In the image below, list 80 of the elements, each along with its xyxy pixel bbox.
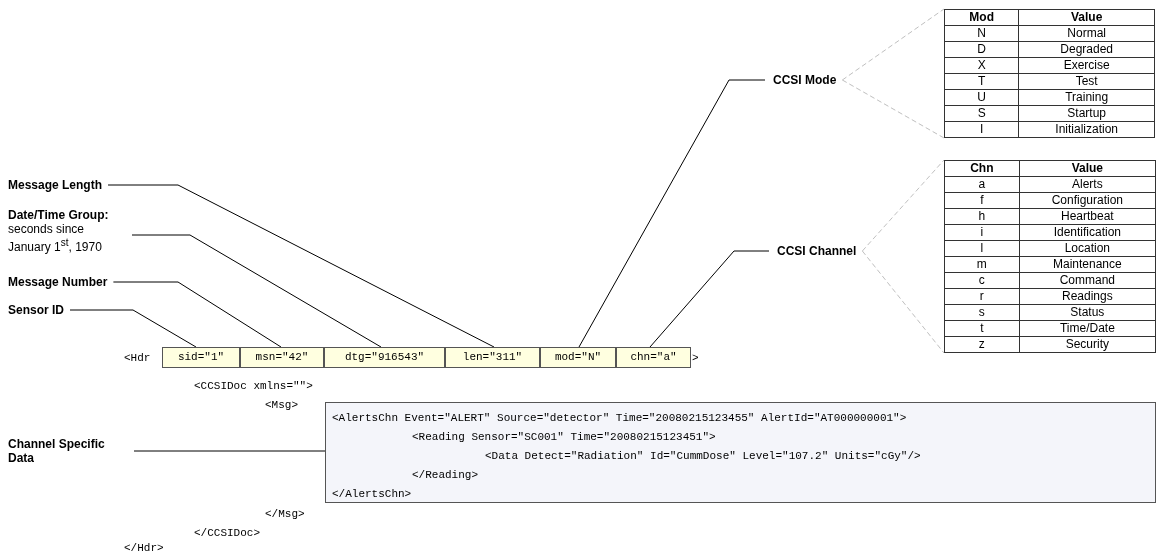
- table-entry: Configuration: [1019, 192, 1156, 209]
- callout-label: Message Number: [8, 275, 108, 289]
- column-header: Chn: [944, 160, 1020, 177]
- code-text: </CCSIDoc>: [194, 526, 260, 540]
- table-entry: Initialization: [1018, 121, 1155, 138]
- leader-line: [133, 450, 326, 452]
- table-entry: Time/Date: [1019, 320, 1156, 337]
- table-entry: Command: [1019, 272, 1156, 289]
- table-entry: m: [944, 256, 1020, 273]
- leader-line: [112, 281, 282, 348]
- attribute-box: sid="1": [162, 347, 240, 368]
- table-entry: Location: [1019, 240, 1156, 257]
- table-entry: S: [944, 105, 1019, 122]
- code-line: </Reading>: [411, 468, 479, 483]
- callout-label: Sensor ID: [8, 303, 64, 317]
- table-entry: Identification: [1019, 224, 1156, 241]
- table-entry: l: [944, 240, 1020, 257]
- callout-label: Message Length: [8, 178, 103, 192]
- zoom-line: [841, 8, 945, 81]
- table-entry: c: [944, 272, 1020, 289]
- table-entry: I: [944, 121, 1019, 138]
- table-entry: Startup: [1018, 105, 1155, 122]
- column-header: Mod: [944, 9, 1019, 26]
- table-entry: Test: [1018, 73, 1155, 90]
- attribute-box: chn="a": [616, 347, 691, 368]
- table-entry: Training: [1018, 89, 1155, 106]
- lookup-table: [944, 9, 1155, 138]
- table-entry: T: [944, 73, 1019, 90]
- table-entry: a: [944, 176, 1020, 193]
- table-entry: z: [944, 336, 1020, 353]
- code-line: <Reading Sensor="SC001" Time="20080215123451">: [411, 430, 717, 445]
- table-entry: Status: [1019, 304, 1156, 321]
- leader-line: [649, 250, 770, 348]
- zoom-line: [861, 250, 945, 354]
- zoom-line: [861, 159, 945, 252]
- table-entry: Exercise: [1018, 57, 1155, 74]
- table-entry: h: [944, 208, 1020, 225]
- code-text: <Hdr: [124, 351, 151, 365]
- column-header: Value: [1019, 160, 1156, 177]
- table-entry: i: [944, 224, 1020, 241]
- table-entry: X: [944, 57, 1019, 74]
- table-entry: r: [944, 288, 1020, 305]
- table-entry: Readings: [1019, 288, 1156, 305]
- leader-line: [578, 79, 766, 348]
- code-line: </AlertsChn>: [332, 487, 413, 502]
- code-line: <Data Detect="Radiation" Id="CummDose" Level="107.2" Units="cGy"/>: [484, 449, 922, 464]
- table-entry: U: [944, 89, 1019, 106]
- leader-line: [131, 234, 382, 348]
- code-text: </Msg>: [265, 507, 305, 521]
- code-text: >: [692, 351, 699, 365]
- table-entry: Normal: [1018, 25, 1155, 42]
- leader-line: [107, 184, 495, 348]
- table-entry: Heartbeat: [1019, 208, 1156, 225]
- table-entry: s: [944, 304, 1020, 321]
- leader-line: [69, 309, 197, 348]
- lookup-table: [944, 160, 1156, 353]
- table-entry: N: [944, 25, 1019, 42]
- code-line: <AlertsChn Event="ALERT" Source="detector" Time="20080215123455" AlertId="AT000000001">: [332, 411, 908, 426]
- attribute-box: mod="N": [540, 347, 616, 368]
- callout-label: CCSI Channel: [777, 244, 857, 258]
- code-text: </Hdr>: [124, 541, 164, 552]
- callout-title: Date/Time Group:: [8, 208, 110, 222]
- code-panel: [325, 402, 1156, 503]
- table-entry: Maintenance: [1019, 256, 1156, 273]
- zoom-line: [841, 79, 945, 139]
- table-entry: D: [944, 41, 1019, 58]
- attribute-box: len="311": [445, 347, 540, 368]
- table-entry: Degraded: [1018, 41, 1155, 58]
- table-entry: Security: [1019, 336, 1156, 353]
- table-entry: f: [944, 192, 1020, 209]
- callout-label: Channel Specific Data: [8, 437, 128, 465]
- callout-note: seconds since January 1$^{st}$, 1970: [8, 222, 103, 254]
- attribute-box: msn="42": [240, 347, 324, 368]
- attribute-box: dtg="916543": [324, 347, 445, 368]
- table-entry: Alerts: [1019, 176, 1156, 193]
- callout-label: CCSI Mode: [773, 73, 837, 87]
- code-text: <CCSIDoc xmlns="">: [194, 379, 313, 393]
- column-header: Value: [1018, 9, 1155, 26]
- code-text: <Msg>: [265, 398, 298, 412]
- table-entry: t: [944, 320, 1020, 337]
